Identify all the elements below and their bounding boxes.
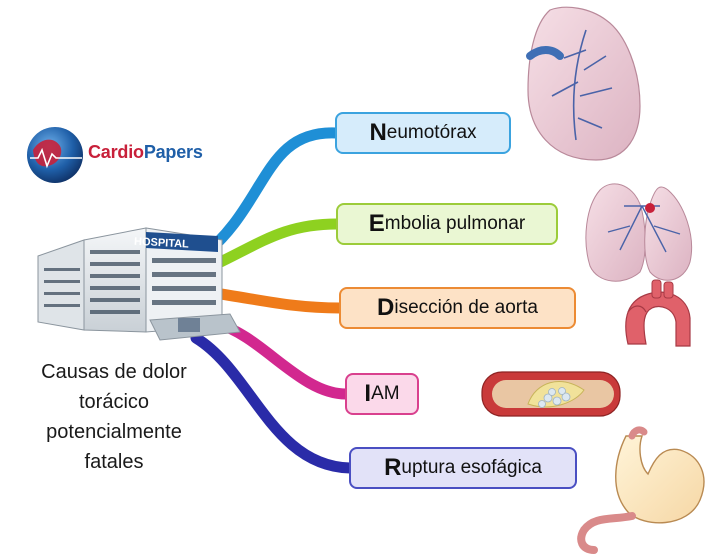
- cause-initial: R: [384, 454, 402, 481]
- diagram-caption: Causas de dolor torácico potencialmente …: [14, 357, 214, 477]
- cause-initial: E: [368, 210, 385, 237]
- caption-line: fatales: [84, 451, 144, 473]
- cause-initial: D: [377, 294, 395, 321]
- logo-text-cardio: Cardio: [88, 142, 144, 162]
- cause-label: mbolia pulmonar: [384, 213, 526, 234]
- logo-text: CardioPapers: [88, 142, 203, 163]
- collapsed-lung-icon: [526, 6, 641, 161]
- branch-ruptura: [190, 332, 356, 474]
- stomach-icon: [577, 426, 705, 554]
- aortic-arch-icon: [625, 279, 691, 347]
- caption-line: torácico: [78, 391, 150, 413]
- cause-initial: N: [369, 119, 387, 146]
- branch-diseccion: [208, 287, 346, 314]
- cardiopapers-logo: CardioPapers: [26, 122, 256, 188]
- branch-embolia: [202, 218, 343, 274]
- hospital-building-icon: HOSPITAL: [37, 227, 241, 341]
- cause-label: AM: [371, 383, 400, 404]
- artery-plaque-icon: [481, 371, 621, 417]
- cause-initial: I: [364, 380, 372, 407]
- caption-line: potencialmente: [46, 421, 182, 443]
- lungs-icon: [585, 183, 693, 282]
- caption-line: Causas de dolor: [41, 361, 187, 383]
- globe-logo-icon: [27, 127, 83, 183]
- logo-text-papers: Papers: [143, 142, 203, 162]
- branch-neumotorax: [194, 127, 342, 264]
- svg-text:HOSPITAL: HOSPITAL: [134, 236, 190, 251]
- cause-label: uptura esofágica: [401, 457, 542, 478]
- cause-label: eumotórax: [386, 122, 477, 143]
- cause-label: isección de aorta: [394, 297, 538, 318]
